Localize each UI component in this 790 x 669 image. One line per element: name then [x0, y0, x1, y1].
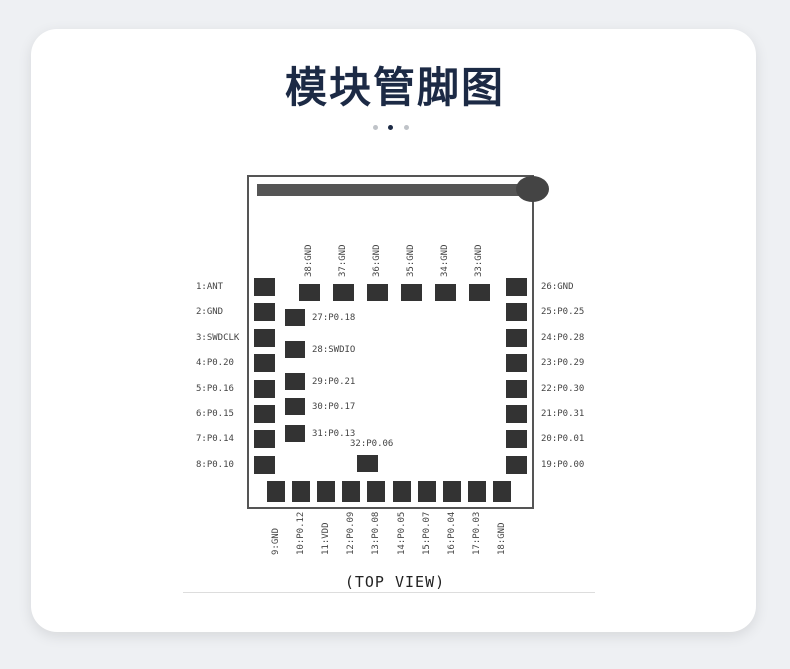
divider [183, 592, 595, 593]
pin-label-inner: 28:SWDIO [312, 345, 356, 355]
pin-pad-bottom [342, 481, 361, 502]
pin-label-bottom: 17:P0.03 [471, 511, 482, 555]
pin-label-left: 2:GND [196, 307, 224, 318]
pin-label-left: 5:P0.16 [196, 383, 234, 394]
pin-pad-bottom [442, 481, 461, 502]
pin-pad-bottom [417, 481, 436, 502]
pin-pad-left [254, 455, 275, 474]
pin-label-bottom: 13:P0.08 [371, 511, 382, 555]
pin-pad-left [254, 303, 275, 322]
pin-pad-bottom [392, 481, 411, 502]
pin-pad-center [357, 455, 378, 472]
pin-pad-left [254, 379, 275, 398]
pin-pad-bottom [292, 481, 311, 502]
pin-pad-inner [285, 398, 305, 415]
pin-label-right: 25:P0.25 [541, 307, 585, 318]
pin-label-right: 26:GND [541, 282, 574, 292]
pin-label-left: 1:ANT [196, 282, 224, 292]
pin-pad-top [435, 284, 456, 301]
pin-pad-top [469, 284, 490, 301]
pin-pad-right [506, 455, 527, 474]
pin-label-bottom: 12:P0.09 [346, 511, 357, 555]
pin-label-inner: 31:P0.13 [312, 429, 356, 439]
carousel-dot[interactable] [373, 125, 378, 130]
pin-pad-right [506, 379, 527, 398]
carousel-dot[interactable] [404, 125, 409, 130]
pin-pad-bottom [492, 481, 511, 502]
pin-pad-inner [285, 373, 305, 390]
pin-pad-top [401, 284, 422, 301]
content-card [31, 29, 756, 632]
pin-label-left: 7:P0.14 [196, 434, 234, 445]
pin-pad-bottom [367, 481, 386, 502]
pin-label-left: 4:P0.20 [196, 358, 234, 369]
pin-label-left: 3:SWDCLK [196, 332, 240, 343]
pin-label-top: 34:GND [440, 244, 450, 277]
pin-pad-top [367, 284, 388, 301]
pin-pad-bottom [267, 481, 285, 502]
pin-label-inner: 27:P0.18 [312, 313, 356, 323]
pin-pad-right [506, 328, 527, 347]
pin-label-center: 32:P0.06 [350, 439, 394, 449]
pin-label-inner: 29:P0.21 [312, 377, 356, 387]
module-outline [247, 175, 534, 509]
pin-label-bottom: 11:VDD [321, 522, 332, 555]
pin-label-right: 22:P0.30 [541, 383, 585, 394]
pin-label-bottom: 10:P0.12 [296, 511, 307, 555]
pin-label-right: 19:P0.00 [541, 459, 585, 470]
pin-pad-top [333, 284, 354, 301]
carousel-dot-active[interactable] [388, 125, 393, 130]
pin-pad-left [254, 278, 275, 296]
pin-pad-inner [285, 309, 305, 326]
pin-pad-left [254, 405, 275, 423]
pin-label-top: 35:GND [406, 244, 416, 277]
pin-label-left: 8:P0.10 [196, 459, 234, 470]
pin-label-top: 37:GND [338, 244, 348, 277]
pin-pad-right [506, 303, 527, 322]
pin-pad-top [299, 284, 320, 301]
pin-label-top: 33:GND [474, 244, 484, 277]
pin-pad-right [506, 430, 527, 449]
pin-label-right: 20:P0.01 [541, 434, 585, 445]
antenna-trace [257, 184, 527, 196]
pin-pad-left [254, 430, 275, 449]
pin-label-left: 6:P0.15 [196, 409, 234, 419]
pin-pad-left [254, 328, 275, 347]
page-title: 模块管脚图 [284, 63, 505, 112]
pin-pad-bottom [467, 481, 486, 502]
pin-pad-left [254, 354, 275, 373]
pin-pad-right [506, 354, 527, 373]
pin-label-bottom: 15:P0.07 [421, 511, 432, 555]
pin-pad-inner [285, 341, 305, 358]
antenna-end [516, 176, 549, 202]
pin-label-bottom: 14:P0.05 [396, 511, 407, 555]
top-view-label: (TOP VIEW) [344, 573, 446, 591]
pin-label-right: 23:P0.29 [541, 358, 585, 369]
pin-label-right: 24:P0.28 [541, 332, 585, 343]
pin-label-top: 36:GND [372, 244, 382, 277]
pin-pad-bottom [317, 481, 336, 502]
pin-pad-right [506, 278, 527, 296]
pin-label-top: 38:GND [304, 244, 314, 277]
pin-label-bottom: 18:GND [496, 522, 507, 555]
pin-label-bottom: 16:P0.04 [446, 511, 457, 555]
pin-label-inner: 30:P0.17 [312, 402, 356, 412]
pin-pad-inner [285, 425, 305, 442]
pin-pad-right [506, 405, 527, 423]
pin-label-bottom: 9:GND [271, 527, 281, 555]
pin-label-right: 21:P0.31 [541, 409, 585, 419]
